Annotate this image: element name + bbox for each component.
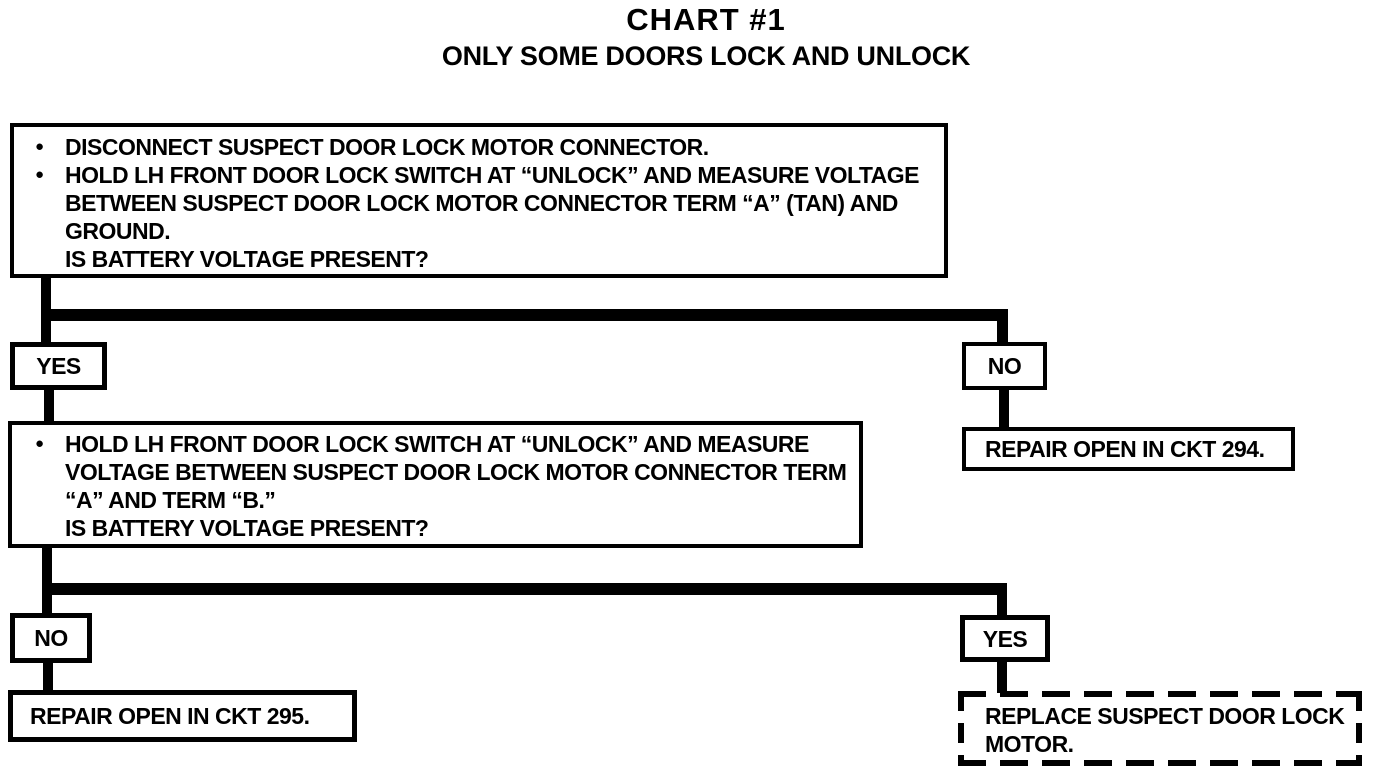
step-box-1: ● DISCONNECT SUSPECT DOOR LOCK MOTOR CON… bbox=[10, 123, 948, 278]
connector-branch2-bar bbox=[42, 583, 1007, 595]
step2-question-line: IS BATTERY VOLTAGE PRESENT? bbox=[65, 515, 429, 541]
step2-item-1-line-3: “A” AND TERM “B.” bbox=[65, 487, 276, 513]
step2-item-1-line-1: HOLD LH FRONT DOOR LOCK SWITCH AT “UNLOC… bbox=[65, 431, 809, 457]
connector-yes1-to-step2 bbox=[44, 388, 54, 423]
connector-branch1-bar bbox=[41, 309, 1008, 321]
connector-no1-to-result294 bbox=[999, 388, 1009, 429]
bullet-icon: ● bbox=[35, 435, 44, 452]
bullet-icon: ● bbox=[35, 166, 44, 183]
bullet-icon: ● bbox=[35, 138, 44, 155]
step1-item-2-line-2: BETWEEN SUSPECT DOOR LOCK MOTOR CONNECTO… bbox=[65, 190, 898, 216]
step-box-2: ● HOLD LH FRONT DOOR LOCK SWITCH AT “UNL… bbox=[8, 421, 863, 548]
result-replace-motor: REPLACE SUSPECT DOOR LOCK MOTOR. bbox=[958, 691, 1362, 766]
step1-item-2-line-1: HOLD LH FRONT DOOR LOCK SWITCH AT “UNLOC… bbox=[65, 162, 920, 188]
branch2-no-tag: NO bbox=[10, 613, 92, 663]
result-replace-motor-line-2: MOTOR. bbox=[985, 731, 1074, 757]
chart-subtitle: ONLY SOME DOORS LOCK AND UNLOCK bbox=[441, 41, 971, 71]
chart-title: CHART #1 bbox=[626, 2, 786, 37]
branch2-yes-tag: YES bbox=[960, 615, 1050, 662]
chart-header: CHART #1 ONLY SOME DOORS LOCK AND UNLOCK bbox=[0, 0, 1376, 71]
result-replace-motor-line-1: REPLACE SUSPECT DOOR LOCK bbox=[985, 703, 1345, 729]
result-repair-ckt-294: REPAIR OPEN IN CKT 294. bbox=[962, 427, 1295, 471]
branch1-no-tag: NO bbox=[962, 342, 1047, 390]
connector-branch1-no-down bbox=[997, 309, 1008, 344]
step2-item-1-line-2: VOLTAGE BETWEEN SUSPECT DOOR LOCK MOTOR … bbox=[65, 459, 847, 485]
step2-question: IS BATTERY VOLTAGE PRESENT? bbox=[35, 514, 851, 542]
connector-no2-to-result295 bbox=[43, 661, 53, 692]
step1-item-1: ● DISCONNECT SUSPECT DOOR LOCK MOTOR CON… bbox=[35, 133, 936, 161]
connector-step2-down bbox=[42, 546, 52, 615]
step1-item-2: ● HOLD LH FRONT DOOR LOCK SWITCH AT “UNL… bbox=[35, 161, 936, 245]
step1-question-line: IS BATTERY VOLTAGE PRESENT? bbox=[65, 246, 429, 272]
connector-yes2-to-replace bbox=[997, 660, 1007, 693]
connector-branch2-yes-down bbox=[997, 583, 1007, 617]
step1-question: IS BATTERY VOLTAGE PRESENT? bbox=[35, 245, 936, 273]
step2-item-1: ● HOLD LH FRONT DOOR LOCK SWITCH AT “UNL… bbox=[35, 430, 851, 514]
branch1-yes-tag: YES bbox=[10, 342, 107, 390]
result-repair-ckt-295: REPAIR OPEN IN CKT 295. bbox=[8, 690, 357, 742]
step1-item-2-line-3: GROUND. bbox=[65, 218, 171, 244]
step1-item-1-line-1: DISCONNECT SUSPECT DOOR LOCK MOTOR CONNE… bbox=[65, 134, 709, 160]
